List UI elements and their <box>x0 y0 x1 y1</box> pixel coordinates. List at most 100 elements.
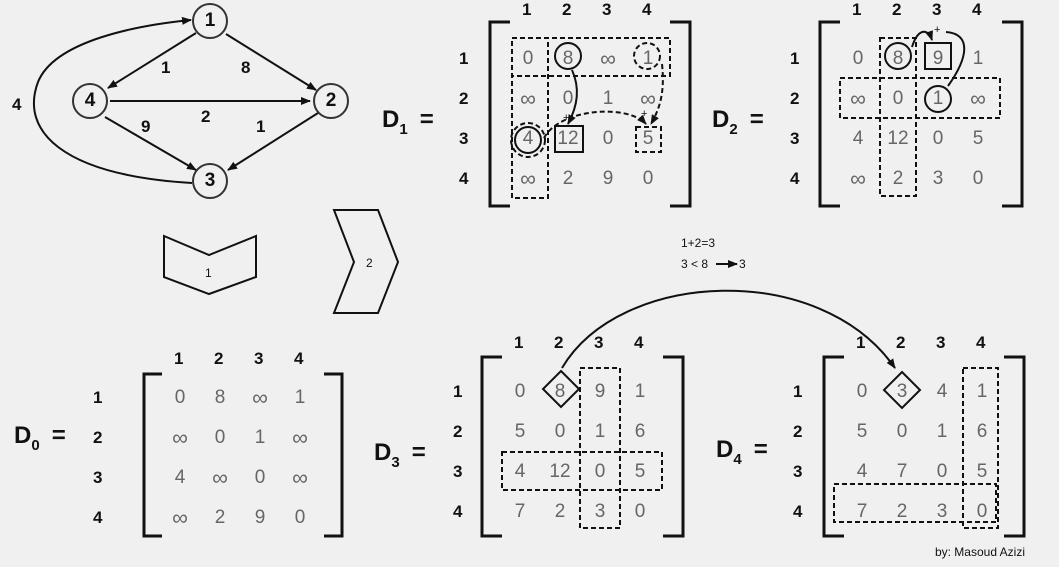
d4-cell: 1 <box>936 421 948 442</box>
step-chevron-right <box>332 209 400 314</box>
d2-cell: 12 <box>887 128 909 149</box>
d2-cell: 1 <box>932 88 944 109</box>
d2-cell: 1 <box>972 48 984 69</box>
d3-cell: 6 <box>634 421 646 442</box>
d0-row-header: 2 <box>93 428 103 447</box>
d4-col-header: 4 <box>976 333 986 352</box>
d3-cell: 0 <box>594 461 606 482</box>
d1-label: D1= <box>382 106 434 138</box>
d2-cell: 9 <box>932 48 944 69</box>
d0-cell: 1 <box>294 387 306 408</box>
d0-cell: ∞ <box>172 505 188 530</box>
d0-row-header: 1 <box>93 388 103 407</box>
d4-cell: 0 <box>976 501 988 522</box>
d1-cell: 0 <box>642 168 654 189</box>
d0-row-header: 4 <box>93 508 103 527</box>
edge-weight-1-2: 8 <box>241 58 251 77</box>
d3-cell: 1 <box>634 381 646 402</box>
d2-col-header: 4 <box>972 0 982 19</box>
graph-node-1: 1 <box>192 3 228 39</box>
svg-text:+: + <box>641 108 647 120</box>
d3-cell: 9 <box>594 381 606 402</box>
d4-cell: 7 <box>896 461 908 482</box>
d3-cell: 0 <box>514 381 526 402</box>
d1-cell: ∞ <box>600 46 616 71</box>
d2-cell: ∞ <box>970 86 986 111</box>
d0-row-header: 3 <box>93 468 103 487</box>
d4-cell: 2 <box>896 501 908 522</box>
d4-cell: 4 <box>856 461 868 482</box>
graph-node-3: 3 <box>192 163 228 199</box>
d2-label: D2= <box>712 106 764 138</box>
matrix-name: D <box>712 106 730 133</box>
equals-sign: = <box>753 436 768 463</box>
d3-row-header: 3 <box>453 462 463 481</box>
d0-cell: ∞ <box>292 465 308 490</box>
d1-col-header: 3 <box>602 0 612 19</box>
edge-2-3 <box>227 112 319 171</box>
matrix-name: D <box>716 436 734 463</box>
d0-cell: 0 <box>254 467 266 488</box>
d0-col-header: 4 <box>294 349 304 368</box>
d1-cell: 1 <box>602 88 614 109</box>
d4-cell: 0 <box>856 381 868 402</box>
svg-text:+: + <box>563 112 569 124</box>
d2-cell: 0 <box>892 88 904 109</box>
matrix-brackets <box>142 20 1026 538</box>
d2-col-header: 1 <box>852 0 862 19</box>
d4-cell: 3 <box>896 381 908 402</box>
graph-node-2: 2 <box>313 83 349 119</box>
d1-cell: 12 <box>557 128 579 149</box>
d1-cell: ∞ <box>520 166 536 191</box>
d1-cell: ∞ <box>520 86 536 111</box>
d2-cell: 4 <box>852 128 864 149</box>
d4-cell: 5 <box>856 421 868 442</box>
d0-cell: ∞ <box>252 385 268 410</box>
d1-cell: 4 <box>522 128 534 149</box>
d0-cell: 0 <box>294 507 306 528</box>
d2-cell: 2 <box>892 168 904 189</box>
d3-cell: 0 <box>554 421 566 442</box>
d2-cell: 8 <box>892 48 904 69</box>
d1-col-header: 1 <box>522 0 532 19</box>
d3-cell: 8 <box>554 381 566 402</box>
equals-sign: = <box>419 106 434 133</box>
d1-cell: 0 <box>602 128 614 149</box>
d3-row-header: 1 <box>453 382 463 401</box>
edge-3-1 <box>33 16 193 184</box>
d1-col-header: 2 <box>562 0 572 19</box>
d1-row-header: 4 <box>459 169 469 188</box>
d3-col-header: 4 <box>634 333 644 352</box>
d1-row-header: 2 <box>459 89 469 108</box>
d3-cell: 12 <box>549 461 571 482</box>
d4-cell: 0 <box>936 461 948 482</box>
step-2-label: 2 <box>366 256 373 270</box>
d3-cell: 2 <box>554 501 566 522</box>
note-line-1: 1+2=3 <box>681 236 716 250</box>
d0-cell: 8 <box>214 387 226 408</box>
d4-cell: 0 <box>896 421 908 442</box>
matrix-name: D <box>374 439 392 466</box>
edge-1-4 <box>107 32 197 89</box>
d2-cell: 0 <box>972 168 984 189</box>
d1-cell: 0 <box>562 88 574 109</box>
equals-sign: = <box>51 422 66 449</box>
d3-row-header: 2 <box>453 422 463 441</box>
d4-cell: 5 <box>976 461 988 482</box>
matrix-subscript: 1 <box>399 121 408 138</box>
d0-cell: 0 <box>214 427 226 448</box>
matrix-subscript: 4 <box>733 451 742 468</box>
d2-cell: ∞ <box>850 166 866 191</box>
step-1-label: 1 <box>205 266 212 280</box>
d3-cell: 0 <box>634 501 646 522</box>
d4-col-header: 1 <box>856 333 866 352</box>
matrix-subscript: 3 <box>391 454 400 471</box>
d4-row-header: 2 <box>793 422 803 441</box>
d2-row-header: 4 <box>790 169 800 188</box>
edge-weight-2-3: 1 <box>256 117 266 136</box>
d4-row-header: 4 <box>793 502 803 521</box>
d1-cell: 8 <box>562 48 574 69</box>
graph-edges <box>33 16 319 184</box>
edge-weight-4-3: 9 <box>141 117 151 136</box>
d0-cell: ∞ <box>172 425 188 450</box>
